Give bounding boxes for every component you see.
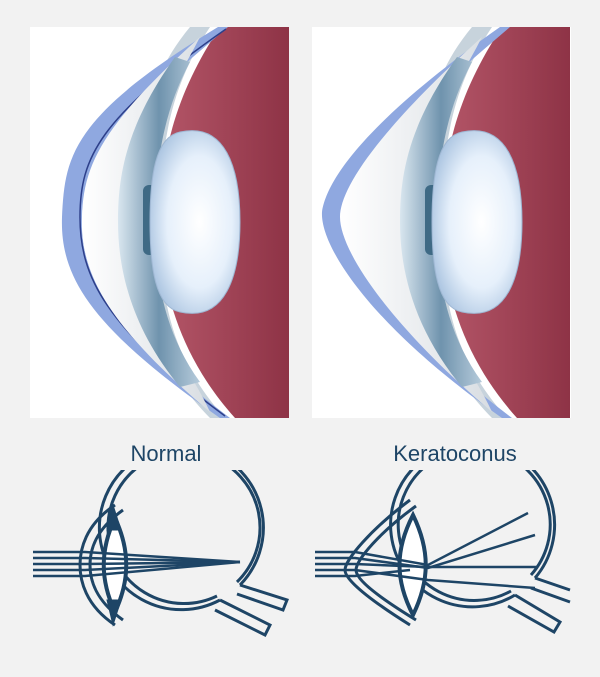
normal-eye-diagram [25,470,300,670]
lens [431,130,523,314]
keratoconus-eye-diagram [310,470,580,670]
iris [400,57,482,387]
lens [149,130,241,314]
iris [118,57,200,387]
anterior-chamber [82,37,210,412]
light-rays [315,511,538,590]
normal-label: Normal [130,441,202,466]
keratoconus-eye-illustration [312,27,571,418]
anterior-chamber [340,37,492,412]
normal-eye-illustration [30,27,289,418]
eyeball-outer [97,470,265,612]
cornea [61,27,230,418]
keratoconus-label: Keratoconus [393,441,517,466]
eyeball-outer [389,470,557,609]
optic-nerve [236,583,289,612]
light-rays [33,550,241,578]
optic-nerve [530,576,571,604]
